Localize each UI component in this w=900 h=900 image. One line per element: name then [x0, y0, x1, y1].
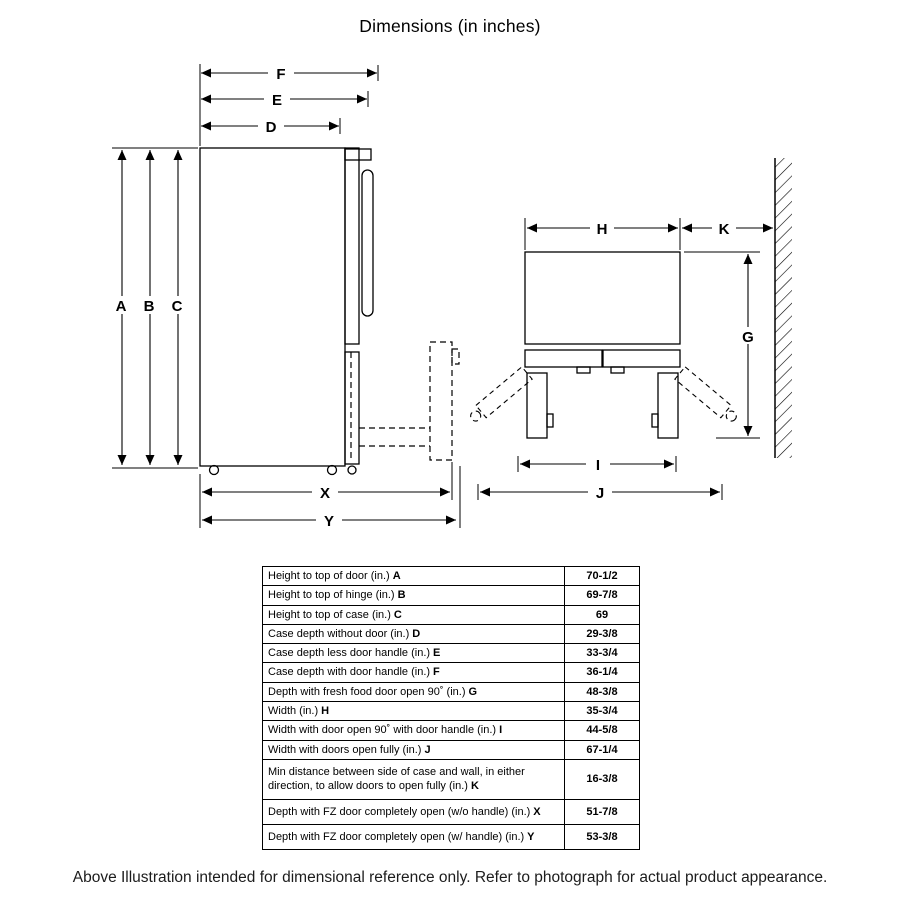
dim-label-B: B — [144, 298, 155, 315]
door-open-90-right — [651, 372, 679, 439]
dim-C: C — [166, 150, 188, 465]
table-row: Depth with fresh food door open 90˚ (in.… — [262, 681, 640, 703]
dim-key: X — [533, 805, 541, 818]
dim-label-cell: Height to top of case (in.)C — [262, 604, 565, 625]
table-row: Depth with FZ door completely open (w/o … — [262, 798, 640, 825]
dim-value-cell: 36-1/4 — [564, 662, 640, 683]
table-row: Case depth less door handle (in.)E 33-3/… — [262, 643, 640, 664]
dim-value-cell: 67-1/4 — [564, 739, 640, 760]
dim-key: I — [499, 724, 503, 737]
door-open-full-left-dashed — [470, 366, 533, 422]
dim-label-cell: Case depth less door handle (in.)E — [262, 643, 565, 664]
dim-value-cell: 29-3/8 — [564, 623, 640, 645]
dim-value-cell: 33-3/4 — [564, 643, 640, 664]
table-row: Case depth with door handle (in.)F 36-1/… — [262, 662, 640, 683]
dim-B: B — [138, 150, 160, 465]
wall-hatching — [774, 158, 792, 458]
table-row: Min distance between side of case and wa… — [262, 758, 640, 800]
dimensions-table: Height to top of door (in.)A 70-1/2 Heig… — [262, 565, 640, 851]
dim-label-cell: Depth with FZ door completely open (w/ h… — [262, 823, 565, 851]
dim-label-cell: Height to top of hinge (in.)B — [262, 585, 565, 606]
dim-label-cell: Min distance between side of case and wa… — [262, 758, 565, 800]
dim-label-cell: Case depth without door (in.)D — [262, 623, 565, 645]
dim-label-cell: Width with door open 90˚ with door handl… — [262, 720, 565, 741]
dim-label-D: D — [266, 119, 277, 136]
dim-label-E: E — [272, 92, 282, 109]
dim-G: G — [737, 254, 759, 436]
dim-F: F — [201, 64, 377, 83]
dim-Y: Y — [202, 511, 456, 530]
dim-value-cell: 16-3/8 — [564, 758, 640, 800]
dim-value-cell: 70-1/2 — [564, 565, 640, 587]
table-row: Depth with FZ door completely open (w/ h… — [262, 823, 640, 851]
table-row: Width with doors open fully (in.)J 67-1/… — [262, 739, 640, 760]
dim-key: H — [321, 705, 330, 718]
page-title: Dimensions (in inches) — [359, 16, 541, 36]
dim-value-cell: 51-7/8 — [564, 798, 640, 825]
dim-label-K: K — [719, 221, 730, 238]
dim-label-cell: Width (in.)H — [262, 701, 565, 722]
table-row: Height to top of door (in.)A 70-1/2 — [262, 565, 640, 587]
dim-label-I: I — [596, 457, 600, 474]
dim-key: D — [412, 627, 421, 640]
door-open-full-right-dashed — [674, 366, 737, 422]
dim-key: C — [393, 608, 402, 621]
table-row: Width (in.)H 35-3/4 — [262, 701, 640, 722]
top-dimensions: H K G I J — [480, 219, 773, 502]
dim-key: J — [424, 743, 431, 756]
dim-label-Y: Y — [324, 513, 334, 530]
dim-label-cell: Case depth with door handle (in.)F — [262, 662, 565, 683]
dim-I: I — [520, 455, 674, 474]
freezer-drawer-open-dashed — [350, 341, 460, 462]
dim-key: K — [470, 780, 479, 793]
fridge-side-view — [199, 147, 460, 476]
dim-X: X — [202, 483, 450, 502]
dim-value-cell: 35-3/4 — [564, 701, 640, 722]
dimension-diagram: F E D A B — [110, 64, 792, 530]
dim-key: A — [392, 570, 401, 582]
dim-label-X: X — [320, 485, 330, 502]
table-row: Height to top of hinge (in.)B 69-7/8 — [262, 585, 640, 606]
dim-key: F — [433, 666, 440, 679]
dim-key: E — [433, 647, 441, 660]
dim-label-H: H — [597, 221, 608, 238]
dim-key: B — [397, 589, 406, 602]
table-row: Width with door open 90˚ with door handl… — [262, 720, 640, 741]
dim-H: H — [527, 219, 678, 238]
dim-key: G — [468, 685, 478, 698]
fridge-top-view — [470, 251, 737, 439]
table-row: Case depth without door (in.)D 29-3/8 — [262, 623, 640, 645]
dim-label-C: C — [172, 298, 183, 315]
dim-D: D — [201, 117, 339, 136]
dim-label-cell: Depth with FZ door completely open (w/o … — [262, 798, 565, 825]
footer-note: Above Illustration intended for dimensio… — [72, 869, 828, 886]
dim-value-cell: 48-3/8 — [564, 681, 640, 703]
side-dimensions: F E D A B — [110, 64, 456, 530]
dim-value-cell: 69-7/8 — [564, 585, 640, 606]
table-row: Height to top of case (in.)C 69 — [262, 604, 640, 625]
side-extension-lines — [112, 64, 461, 528]
dim-label-A: A — [116, 298, 127, 315]
dim-label-J: J — [596, 485, 604, 502]
dim-label-cell: Width with doors open fully (in.)J — [262, 739, 565, 760]
dim-value-cell: 69 — [564, 604, 640, 625]
dim-value-cell: 44-5/8 — [564, 720, 640, 741]
dim-label-cell: Height to top of door (in.)A — [262, 565, 565, 587]
dim-K: K — [682, 219, 773, 238]
dim-E: E — [201, 90, 367, 109]
dim-A: A — [110, 150, 132, 465]
dim-label-cell: Depth with fresh food door open 90˚ (in.… — [262, 681, 565, 703]
door-open-90-left — [526, 372, 554, 439]
dim-value-cell: 53-3/8 — [564, 823, 640, 851]
dim-key: Y — [527, 830, 535, 843]
top-extension-lines — [477, 218, 760, 500]
dim-J: J — [480, 483, 720, 502]
dim-label-G: G — [742, 329, 754, 346]
dim-label-F: F — [276, 66, 285, 83]
